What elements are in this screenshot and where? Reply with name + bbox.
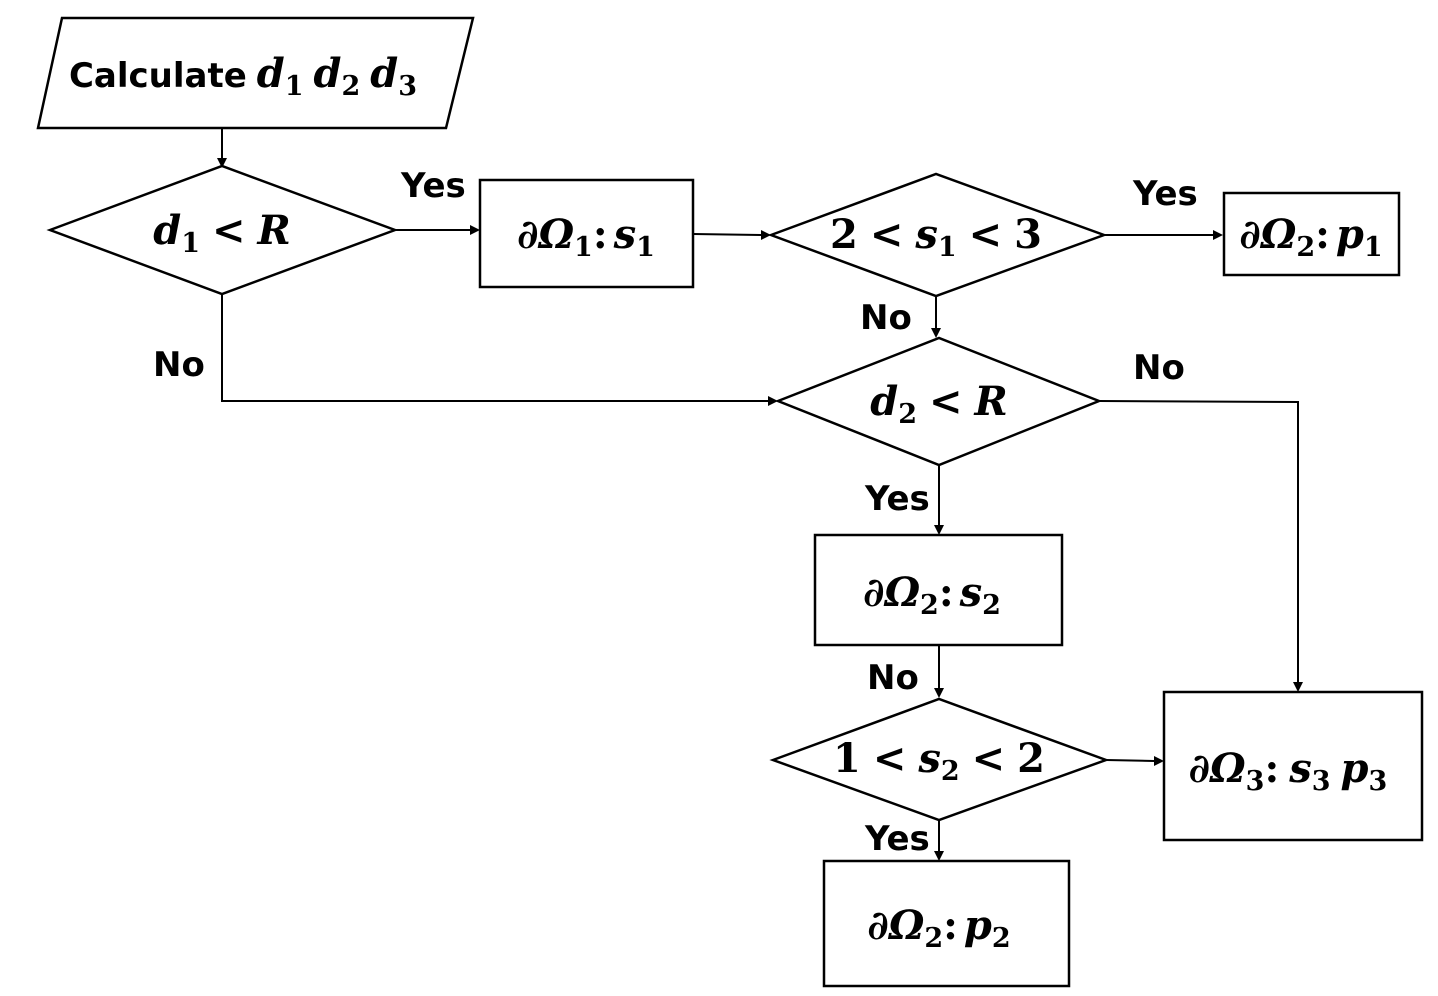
box-omega3 bbox=[1162, 690, 1424, 842]
edge-label-d1-yes: Yes bbox=[400, 166, 466, 206]
edge-label-d1-no: No bbox=[153, 345, 205, 385]
arrowhead bbox=[934, 525, 944, 535]
edge-label-d2-yes: Yes bbox=[864, 479, 930, 519]
arrowhead bbox=[931, 328, 941, 338]
edge-label-s1-no: No bbox=[860, 298, 912, 338]
decision-d1-diamond bbox=[46, 164, 399, 296]
arrowhead bbox=[217, 158, 227, 168]
box-omega2-s2-text: ∂Ω2:s2 bbox=[863, 569, 1001, 621]
arrowhead bbox=[1154, 756, 1164, 766]
arrowhead bbox=[768, 396, 778, 406]
edge-label-d2-no: No bbox=[1133, 348, 1185, 388]
connectors bbox=[217, 128, 1303, 861]
arrowhead bbox=[1213, 230, 1223, 240]
decision-s1-diamond bbox=[767, 172, 1108, 298]
decision-d2-text: d2<R bbox=[870, 378, 1008, 430]
edge-o1-to-s1dec bbox=[692, 233, 762, 236]
edge-s2-to-o3 bbox=[1105, 759, 1155, 762]
arrowhead bbox=[934, 851, 944, 861]
box-omega2-p2-text: ∂Ω2:p2 bbox=[867, 902, 1010, 954]
edge-d2-no bbox=[1098, 400, 1299, 682]
arrowhead bbox=[470, 225, 480, 235]
box-omega1-s1-text: ∂Ω1:s1 bbox=[517, 211, 655, 263]
decision-d2-diamond bbox=[774, 336, 1103, 467]
edge-label-s2box-no: No bbox=[867, 658, 919, 698]
edge-label-s1-yes: Yes bbox=[1132, 174, 1198, 214]
edge-label-s2-yes: Yes bbox=[864, 819, 930, 859]
box-omega2-s2 bbox=[813, 533, 1064, 647]
box-omega2-p2 bbox=[822, 859, 1071, 988]
box-omega2-p1-text: ∂Ω2:p1 bbox=[1239, 211, 1382, 263]
decision-s1-text: 2<s1<3 bbox=[830, 211, 1042, 263]
arrowhead bbox=[1293, 682, 1303, 692]
decision-s2-diamond bbox=[769, 697, 1110, 822]
box-omega1-s1 bbox=[478, 178, 695, 289]
decision-s2-text: 1<s2<2 bbox=[833, 735, 1045, 787]
box-omega2-p1 bbox=[1222, 191, 1401, 277]
edge-d1-no bbox=[221, 294, 768, 402]
start-parallelogram bbox=[36, 16, 475, 130]
arrowhead bbox=[761, 230, 771, 240]
decision-d1-text: d1<R bbox=[153, 207, 291, 259]
arrowhead bbox=[934, 688, 944, 698]
